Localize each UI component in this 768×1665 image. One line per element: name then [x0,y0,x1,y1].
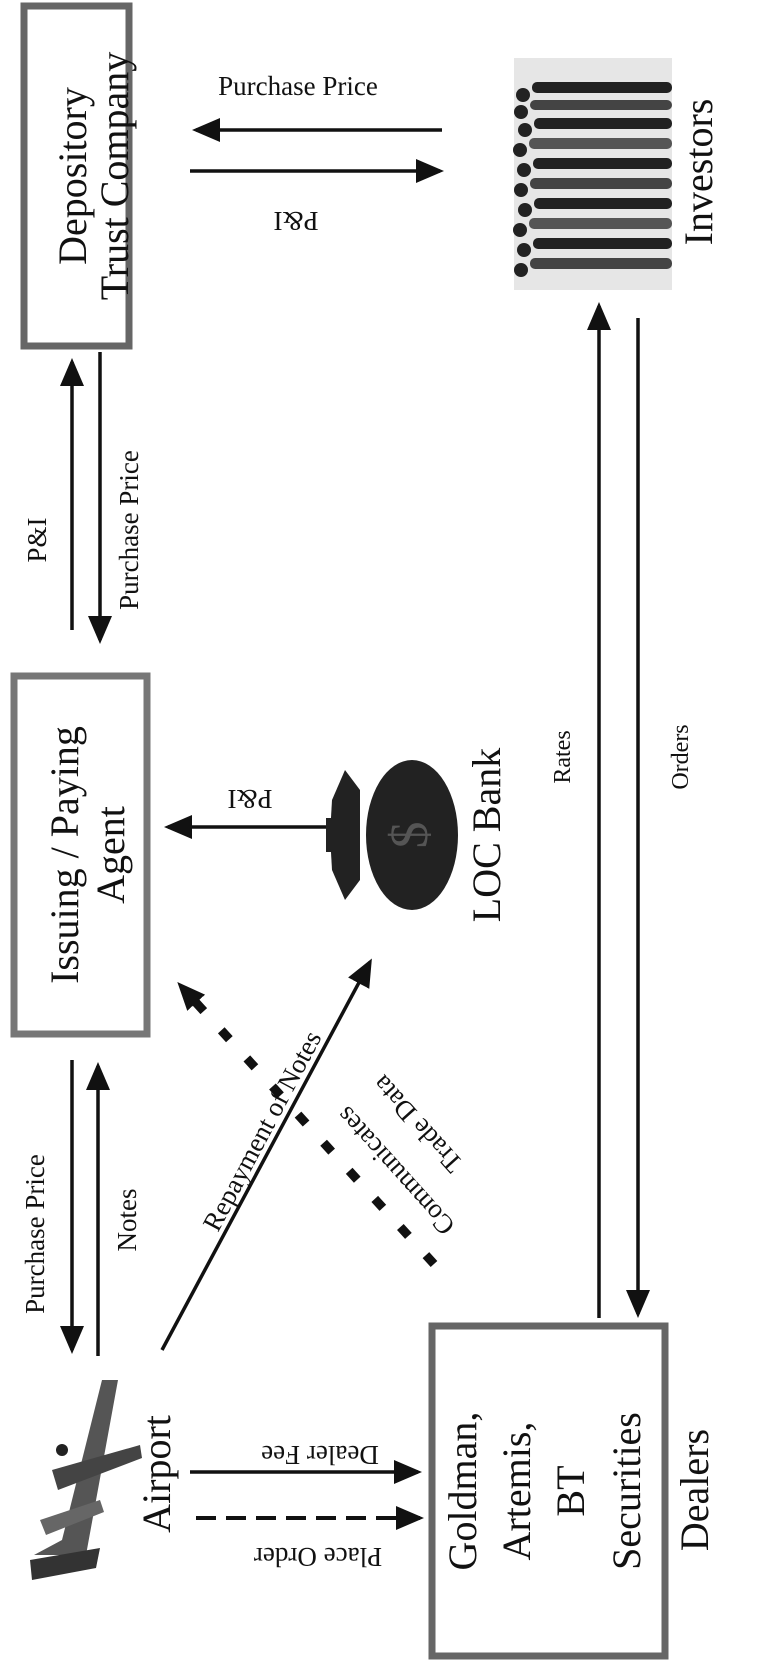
dealers-box[interactable] [428,1322,669,1660]
agent-label-line1: Issuing / Paying [42,726,87,984]
money-bag-icon: $ [326,760,458,910]
dealers-box-line2: Artemis, [494,1422,539,1561]
investors-crowd-image [513,58,672,290]
flow-dealer-fee: Dealer Fee [261,1440,379,1470]
loc-bank-label: LOC Bank [464,748,509,922]
flow-air-agent-purchase: Purchase Price [20,1154,50,1314]
flow-air-agent-notes: Notes [112,1189,142,1252]
flow-dtc-inv-purchase: Purchase Price [218,71,378,101]
flow-place-order: Place Order [254,1542,382,1572]
flow-loc-agent-pi: P&I [227,784,272,814]
dealers-box-line1: Goldman, [440,1412,485,1571]
arrow-repayment [160,958,372,1351]
dealers-box-line3: BT [548,1465,593,1516]
flow-agent-dtc-purchase: Purchase Price [114,450,144,610]
arrow-communicates [176,981,438,1268]
dtc-label-line1: Depository [50,87,95,265]
agent-label-line2: Agent [88,806,133,904]
flow-repayment: Repayment of Notes [197,1026,328,1236]
dealers-box-line4: Securities [604,1412,649,1570]
airplane-icon [30,1380,142,1580]
svg-text:$: $ [379,822,439,849]
agent-box[interactable] [10,672,151,1038]
dtc-box[interactable] [20,2,133,350]
dtc-label-line2: Trust Company [92,52,137,301]
investors-label: Investors [676,99,721,246]
dealers-label: Dealers [672,1429,717,1551]
flow-dtc-inv-pi: P&I [273,206,318,236]
flow-orders: Orders [668,724,694,789]
airport-label: Airport [134,1415,179,1533]
flow-rates: Rates [550,730,576,783]
flow-agent-dtc-pi: P&I [22,517,52,562]
